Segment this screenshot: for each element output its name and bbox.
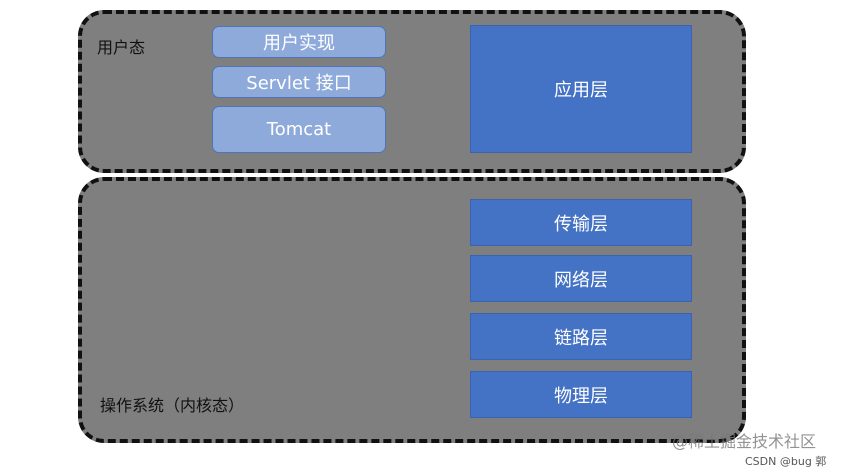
watermark-csdn: CSDN @bug 郭 <box>745 455 827 468</box>
layer-application: 应用层 <box>470 25 692 153</box>
layer-link: 链路层 <box>470 313 692 360</box>
component-servlet: Servlet 接口 <box>212 66 386 98</box>
layer-physical: 物理层 <box>470 371 692 418</box>
component-user-impl: 用户实现 <box>212 26 386 58</box>
layer-transport: 传输层 <box>470 199 692 246</box>
layer-network: 网络层 <box>470 255 692 302</box>
kernel-label: 操作系统（内核态） <box>100 396 245 415</box>
watermark-juejin: @稀土掘金技术社区 <box>672 432 817 451</box>
user-space-label: 用户态 <box>97 38 146 57</box>
component-tomcat: Tomcat <box>212 106 386 153</box>
